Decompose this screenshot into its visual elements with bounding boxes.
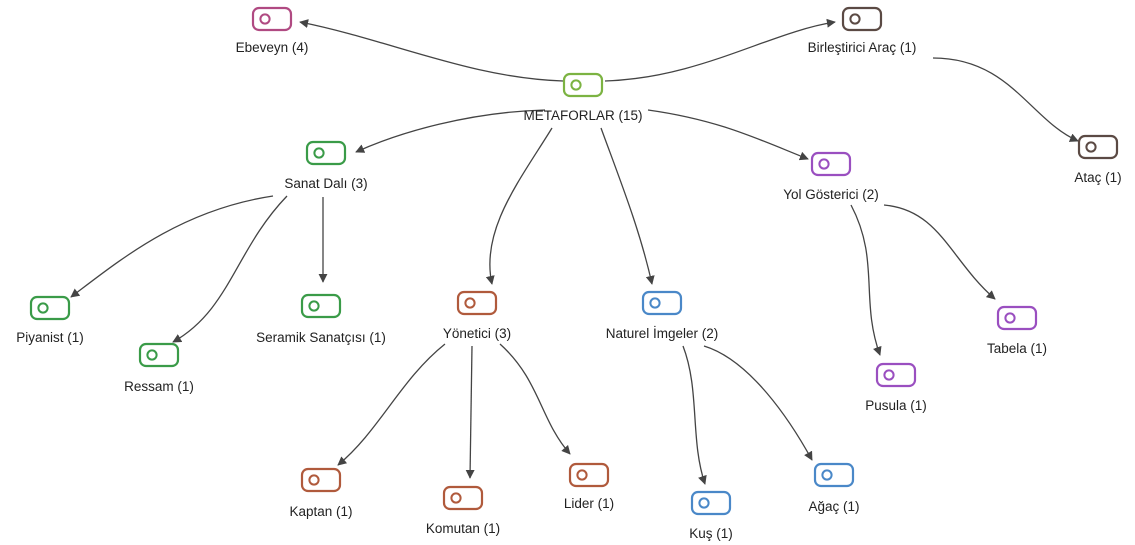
tag-icon <box>568 462 610 488</box>
node-label-kus: Kuş (1) <box>689 526 733 541</box>
node-naturel[interactable]: Naturel İmgeler (2) <box>606 290 719 341</box>
node-label-ressam: Ressam (1) <box>124 379 194 394</box>
tag-icon <box>641 290 683 316</box>
node-label-agac: Ağaç (1) <box>808 499 859 514</box>
edge-naturel-to-kus <box>682 345 707 485</box>
node-label-seramik: Seramik Sanatçısı (1) <box>256 330 386 345</box>
edge-metaforlar-to-yol <box>647 109 809 161</box>
tag-icon <box>442 485 484 511</box>
node-agac[interactable]: Ağaç (1) <box>808 462 860 514</box>
node-tabela[interactable]: Tabela (1) <box>987 305 1047 356</box>
node-ressam[interactable]: Ressam (1) <box>124 342 194 394</box>
tag-icon <box>29 295 71 321</box>
edge-naturel-to-agac <box>703 345 813 461</box>
tag-icon <box>810 151 852 177</box>
node-piyanist[interactable]: Piyanist (1) <box>16 295 84 345</box>
tag-icon <box>300 293 342 319</box>
tag-icon <box>456 290 498 316</box>
node-label-metaforlar: METAFORLAR (15) <box>523 108 642 123</box>
node-label-kaptan: Kaptan (1) <box>289 504 352 519</box>
node-birlestirici[interactable]: Birleştirici Araç (1) <box>808 6 917 55</box>
edge-metaforlar-to-sanat <box>355 109 546 153</box>
edge-metaforlar-to-ebeveyn <box>299 19 564 82</box>
tag-icon <box>996 305 1038 331</box>
node-komutan[interactable]: Komutan (1) <box>426 485 500 536</box>
node-metaforlar[interactable]: METAFORLAR (15) <box>523 72 643 123</box>
edge-yol-to-tabela <box>883 204 996 300</box>
tag-icon <box>251 6 293 32</box>
tag-icon <box>138 342 180 368</box>
node-sanat[interactable]: Sanat Dalı (3) <box>284 140 368 191</box>
node-label-piyanist: Piyanist (1) <box>16 330 84 345</box>
node-label-atac: Ataç (1) <box>1074 170 1121 185</box>
node-label-lider: Lider (1) <box>564 496 614 511</box>
node-label-yol: Yol Gösterici (2) <box>783 187 879 202</box>
tag-icon <box>562 72 604 98</box>
node-kus[interactable]: Kuş (1) <box>689 490 733 541</box>
edge-metaforlar-to-yonetici <box>485 127 553 285</box>
node-layer: METAFORLAR (15) Ebeveyn (4) Birleştirici A… <box>16 6 1122 541</box>
tag-icon <box>875 362 917 388</box>
edge-yonetici-to-lider <box>499 343 571 455</box>
node-label-birlestirici: Birleştirici Araç (1) <box>808 40 917 55</box>
node-yonetici[interactable]: Yönetici (3) <box>443 290 511 341</box>
tag-icon <box>690 490 732 516</box>
tag-icon <box>300 467 342 493</box>
tag-icon <box>1077 134 1119 160</box>
edge-yonetici-to-kaptan <box>337 343 446 466</box>
edge-sanat-to-piyanist <box>70 195 274 298</box>
node-label-tabela: Tabela (1) <box>987 341 1047 356</box>
node-seramik[interactable]: Seramik Sanatçısı (1) <box>256 293 386 345</box>
edge-layer <box>70 18 1079 485</box>
node-label-ebeveyn: Ebeveyn (4) <box>236 40 309 55</box>
edge-metaforlar-to-birlestirici <box>604 18 836 82</box>
edge-sanat-to-ressam <box>172 195 288 343</box>
tag-icon <box>841 6 883 32</box>
node-label-komutan: Komutan (1) <box>426 521 500 536</box>
node-label-naturel: Naturel İmgeler (2) <box>606 326 719 341</box>
edge-birlestirici-to-atac <box>932 57 1079 142</box>
edge-metaforlar-to-naturel <box>600 127 655 285</box>
edge-yol-to-pusula <box>850 204 882 356</box>
node-pusula[interactable]: Pusula (1) <box>865 362 927 413</box>
node-label-sanat: Sanat Dalı (3) <box>284 176 367 191</box>
node-ebeveyn[interactable]: Ebeveyn (4) <box>236 6 309 55</box>
tag-icon <box>813 462 855 488</box>
tag-icon <box>305 140 347 166</box>
node-kaptan[interactable]: Kaptan (1) <box>289 467 353 519</box>
node-label-yonetici: Yönetici (3) <box>443 326 511 341</box>
node-lider[interactable]: Lider (1) <box>564 462 614 511</box>
node-yol[interactable]: Yol Gösterici (2) <box>783 151 879 202</box>
node-label-pusula: Pusula (1) <box>865 398 927 413</box>
node-atac[interactable]: Ataç (1) <box>1074 134 1122 185</box>
edge-yonetici-to-komutan <box>465 345 475 479</box>
